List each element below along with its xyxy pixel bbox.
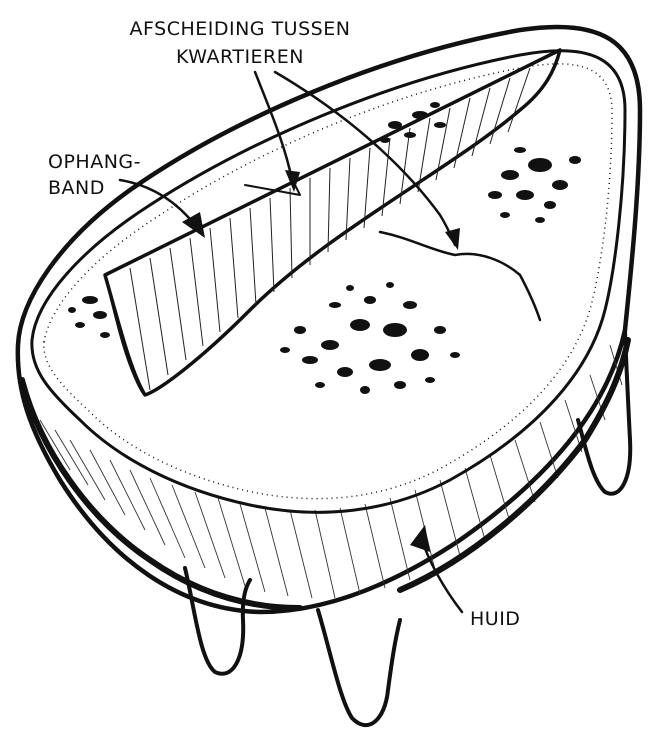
label-suspension-line2: BAND [48, 177, 105, 199]
cut-rim [32, 51, 625, 513]
arrow-head-separation-2 [445, 228, 460, 250]
label-separation-line1: AFSCHEIDING TUSSEN [130, 18, 351, 40]
label-suspension-line1: OPHANG- [48, 151, 141, 173]
outer-skin [18, 27, 640, 612]
label-skin: HUID [470, 608, 520, 630]
leader-arrows [120, 72, 462, 612]
label-separation-line2: KWARTIEREN [176, 46, 304, 68]
label-skin-text: HUID [470, 608, 520, 630]
arrow-head-skin [410, 525, 430, 552]
label-separation: AFSCHEIDING TUSSEN KWARTIEREN [130, 18, 351, 68]
